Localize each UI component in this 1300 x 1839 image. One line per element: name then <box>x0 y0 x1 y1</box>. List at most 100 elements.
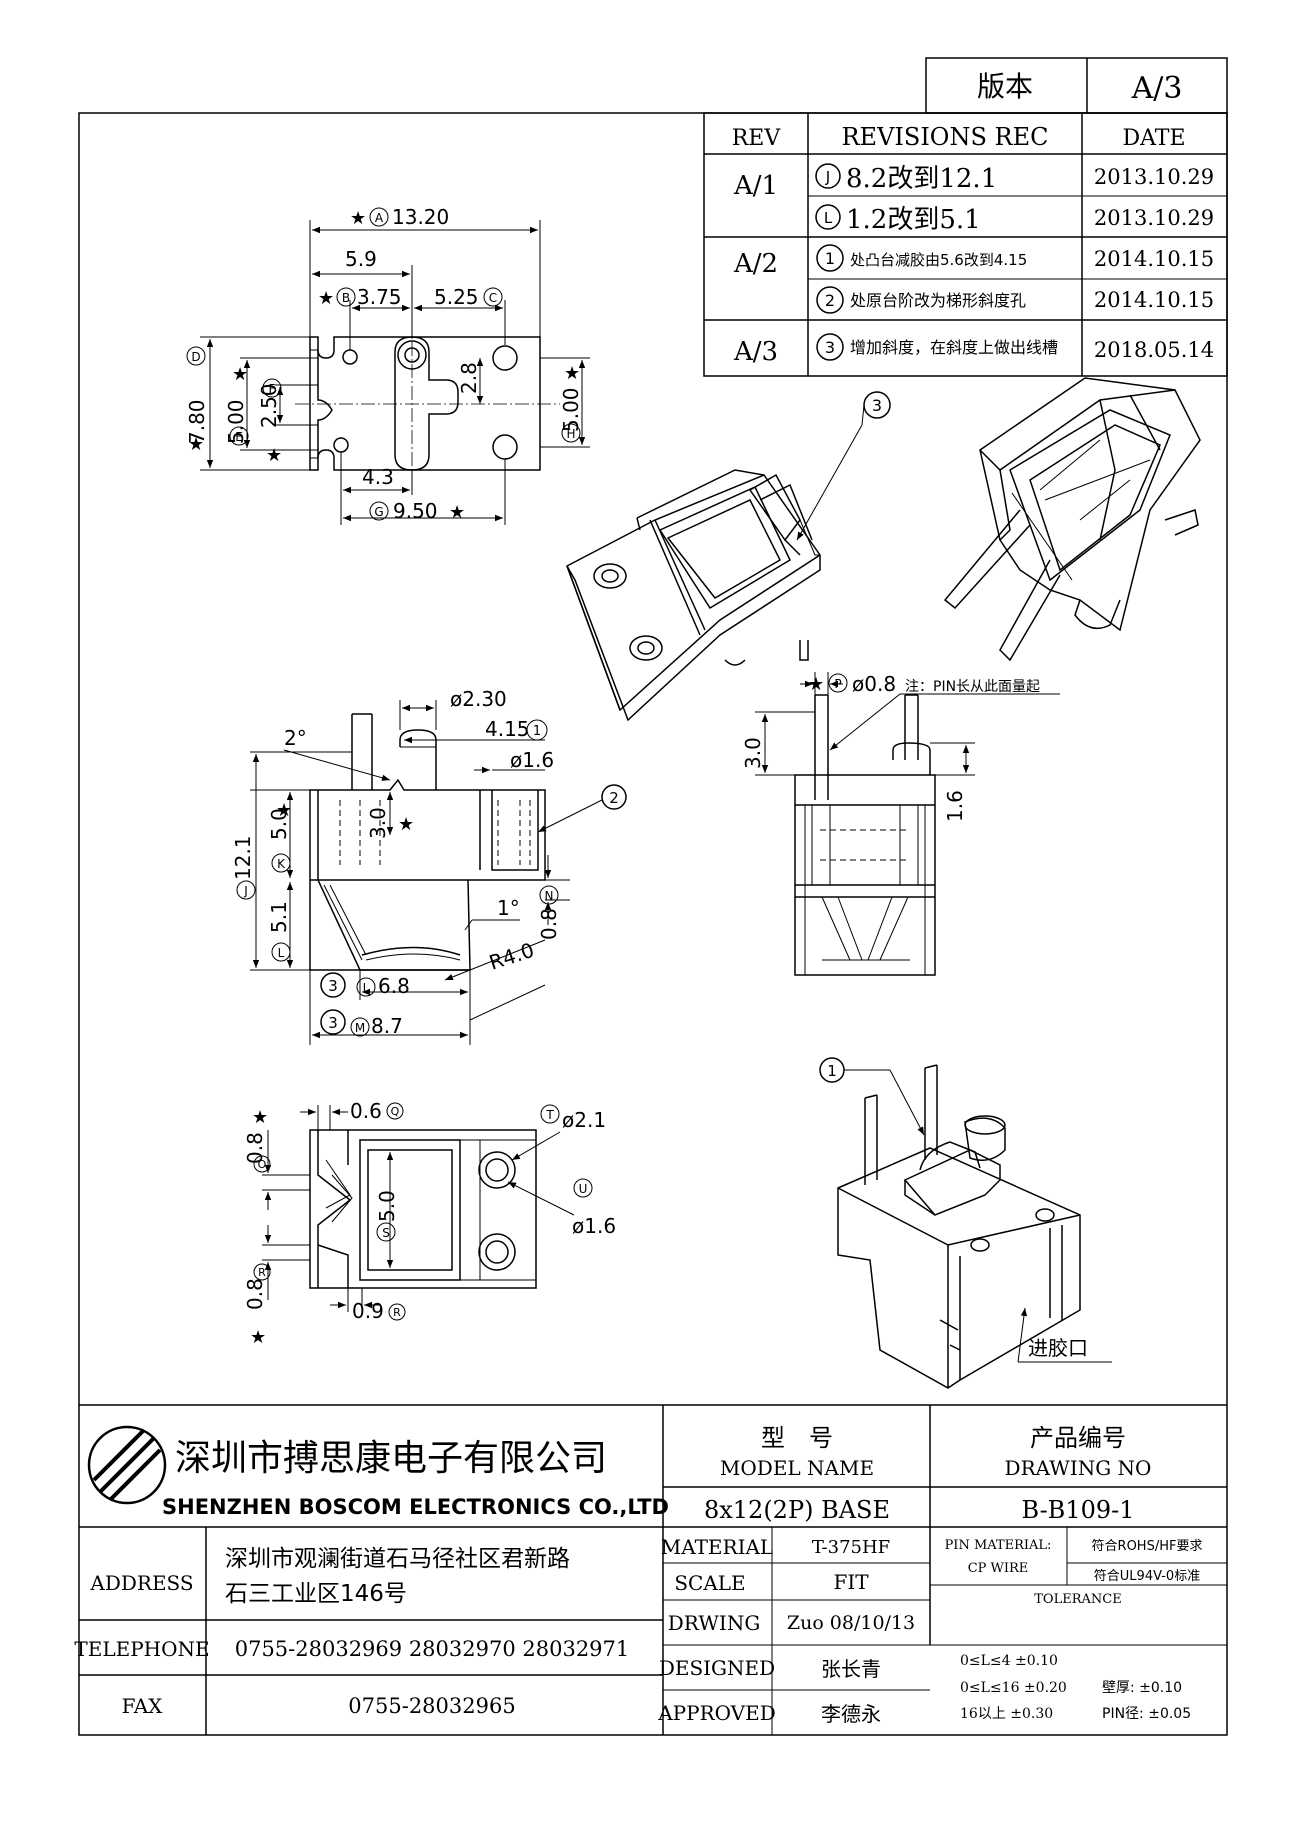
side-dia-16: ø1.6 <box>510 748 554 772</box>
side-dia-230: ø2.30 <box>450 687 507 711</box>
top-view: ★ A 13.20 5.9 ★ B 3.75 5.25 C 7.80 D ★ <box>185 205 590 525</box>
side-radius: R4.0 <box>486 938 537 975</box>
dim-e-mark: E <box>235 430 243 444</box>
dim-d-mark: D <box>191 350 200 364</box>
material-label: MATERIAL <box>661 1535 773 1559</box>
wall-tol: 壁厚: ±0.10 <box>1102 1680 1182 1696</box>
side-angle-2: 2° <box>284 726 307 750</box>
front-dim-p: ø0.8 <box>852 672 896 696</box>
tol-2: 0≤L≤16 ±0.20 <box>960 1680 1067 1696</box>
drawing-cn: 产品编号 <box>1030 1424 1126 1452</box>
scale-label: SCALE <box>674 1571 745 1595</box>
side-mark-3b: 3 <box>328 1014 338 1032</box>
dim-b-star: ★ <box>318 288 334 309</box>
front-mark-p: P <box>834 677 841 691</box>
dim-g-mark: G <box>374 505 383 519</box>
bot-dim-06: 0.6 <box>350 1099 382 1123</box>
side-mark-k: K <box>277 857 286 871</box>
dim-h-star: ★ <box>564 363 580 384</box>
scale-value: FIT <box>833 1570 869 1594</box>
side-view: ø2.30 4.15 1 ø1.6 2° 12.1 J 5.0 ★ K <box>231 687 627 1045</box>
side-dim-415: 4.15 <box>485 717 530 741</box>
version-box: 版本 A/3 <box>925 57 1228 114</box>
side-mark-l2: L <box>363 981 370 995</box>
title-block: 深圳市搏思康电子有限公司 SHENZHEN BOSCOM ELECTRONICS… <box>74 1404 1227 1735</box>
iso3-callout-1: 1 <box>827 1062 837 1080</box>
approved-label: APPROVED <box>657 1701 776 1725</box>
iso3-inlet-label: 进胶口 <box>1028 1336 1088 1360</box>
side-mark-n: N <box>545 889 554 903</box>
model-cn: 型 号 <box>761 1424 833 1452</box>
fax-label: FAX <box>122 1694 164 1718</box>
address-label: ADDRESS <box>89 1571 193 1595</box>
pin-material-label: PIN MATERIAL: <box>945 1538 1052 1553</box>
address-line2: 石三工业区146号 <box>225 1581 407 1607</box>
rev-header: REV <box>732 126 782 151</box>
drwing-label: DRWING <box>668 1611 761 1635</box>
rev-a3: A/3 <box>733 337 778 367</box>
telephone-label: TELEPHONE <box>74 1637 209 1661</box>
rev-a2: A/2 <box>733 249 778 279</box>
designed-value: 张长青 <box>821 1657 881 1681</box>
rev-text-5: 增加斜度，在斜度上做出线槽 <box>850 338 1058 357</box>
rev-date-2: 2013.10.29 <box>1094 206 1214 230</box>
side-dim-k: 5.0 <box>267 808 291 840</box>
bot-mark-09: R <box>393 1306 401 1319</box>
version-value: A/3 <box>1131 71 1183 106</box>
bot-o-star: ★ <box>252 1107 268 1128</box>
bot-mark-t: T <box>545 1108 554 1122</box>
iso-callout-3: 3 <box>872 396 882 415</box>
dim-g-value: 9.50 <box>393 499 438 523</box>
model-en: MODEL NAME <box>720 1456 874 1480</box>
dim-a-mark: A <box>375 211 384 225</box>
dim-d-star: ★ <box>188 434 204 455</box>
front-dim-30: 3.0 <box>741 737 765 769</box>
bot-dim-r: 0.8 <box>243 1278 267 1310</box>
rev-mark-1: 1 <box>825 249 835 268</box>
approved-value: 李德永 <box>821 1702 881 1726</box>
rev-mark-l: L <box>824 209 833 227</box>
company-name-en: SHENZHEN BOSCOM ELECTRONICS CO.,LTD <box>162 1495 669 1519</box>
bottom-view: 0.6 Q ★ O 0.8 T ø2.1 S 5.0 U ø1.6 <box>243 1099 616 1348</box>
bot-mark-q: Q <box>391 1105 400 1118</box>
revision-table: REV REVISIONS REC DATE A/1 J 8.2改到12.1 2… <box>703 112 1228 377</box>
drawing-border <box>78 112 1228 1736</box>
rev-mark-3: 3 <box>825 338 835 357</box>
rev-date-5: 2018.05.14 <box>1094 338 1214 362</box>
tolerance-label: TOLERANCE <box>1034 1592 1121 1607</box>
bot-mark-r: R <box>258 1266 266 1279</box>
dim-g-star: ★ <box>449 502 465 523</box>
rev-text-3: 处凸台减胶由5.6改到4.15 <box>850 251 1027 269</box>
dim-h-value: 5.00 <box>559 387 583 432</box>
side-dim-j: 12.1 <box>231 835 255 880</box>
company-logo <box>87 1425 167 1505</box>
dim-b-value: 3.75 <box>357 285 402 309</box>
front-p-star: ★ <box>808 674 824 695</box>
isometric-view-pins: 1 进胶口 <box>819 1057 1112 1389</box>
rev-date-4: 2014.10.15 <box>1094 288 1214 312</box>
side-dim-l: 5.1 <box>267 901 291 933</box>
bot-dim-09: 0.9 <box>352 1299 384 1323</box>
bot-mark-u: U <box>579 1182 588 1196</box>
material-value: T-375HF <box>812 1537 890 1558</box>
rev-date-1: 2013.10.29 <box>1094 165 1214 189</box>
front-note: 注：PIN长从此面量起 <box>905 679 1040 695</box>
dim-f-star: ★ <box>266 445 282 466</box>
rev-date-3: 2014.10.15 <box>1094 247 1214 271</box>
dim-e-star: ★ <box>232 364 248 385</box>
dim-f-mark: F <box>269 382 276 396</box>
dim-a-star: ★ <box>350 208 366 229</box>
side-dim-m: 8.7 <box>371 1014 403 1038</box>
rev-a1: A/1 <box>733 171 778 201</box>
drawing-value: B-B109-1 <box>1021 1496 1134 1524</box>
bot-r-star: ★ <box>250 1327 266 1348</box>
side-mark-3a: 3 <box>328 977 338 995</box>
bot-mark-s: S <box>382 1226 390 1240</box>
side-dim-30: 3.0 <box>366 807 390 839</box>
dim-c-mark: C <box>489 291 497 305</box>
rev-text-4: 处原台阶改为梯形斜度孔 <box>850 291 1026 310</box>
designed-label: DESIGNED <box>659 1656 775 1680</box>
company-name-cn: 深圳市搏思康电子有限公司 <box>175 1438 607 1479</box>
side-mark-m: M <box>355 1021 365 1035</box>
version-label: 版本 <box>977 70 1033 103</box>
